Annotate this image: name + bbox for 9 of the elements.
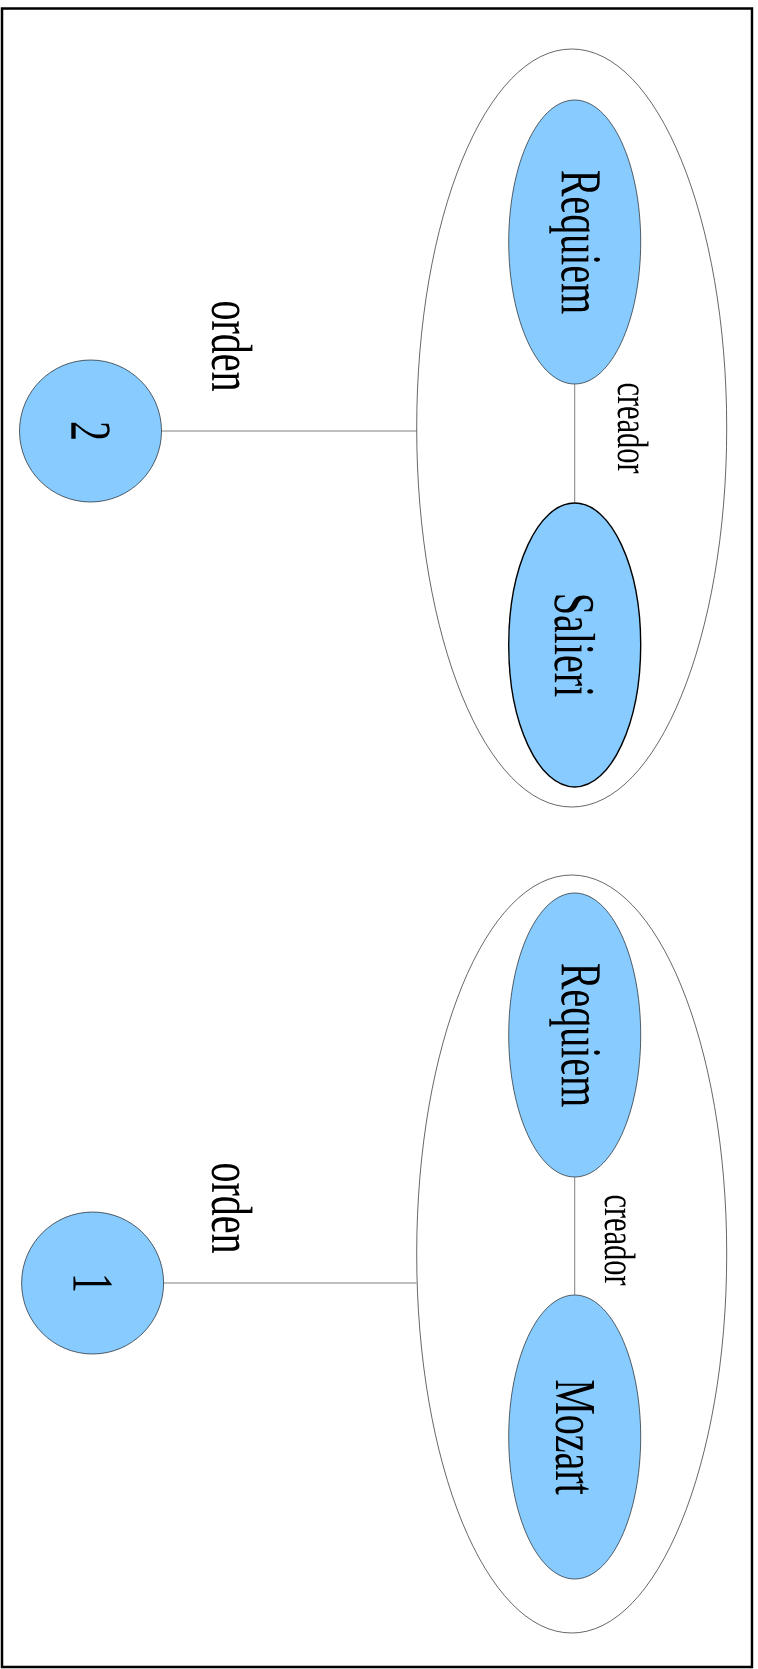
group-ellipse [416, 874, 727, 1634]
connector-line [163, 1282, 417, 1284]
group-ellipse [416, 48, 727, 808]
edge-label: orden [210, 299, 254, 393]
connector-line [574, 1177, 575, 1295]
connector-line [574, 384, 575, 503]
connector-line [161, 430, 417, 432]
edge-label: orden [210, 1161, 254, 1255]
edge-label: creador [603, 1193, 637, 1287]
